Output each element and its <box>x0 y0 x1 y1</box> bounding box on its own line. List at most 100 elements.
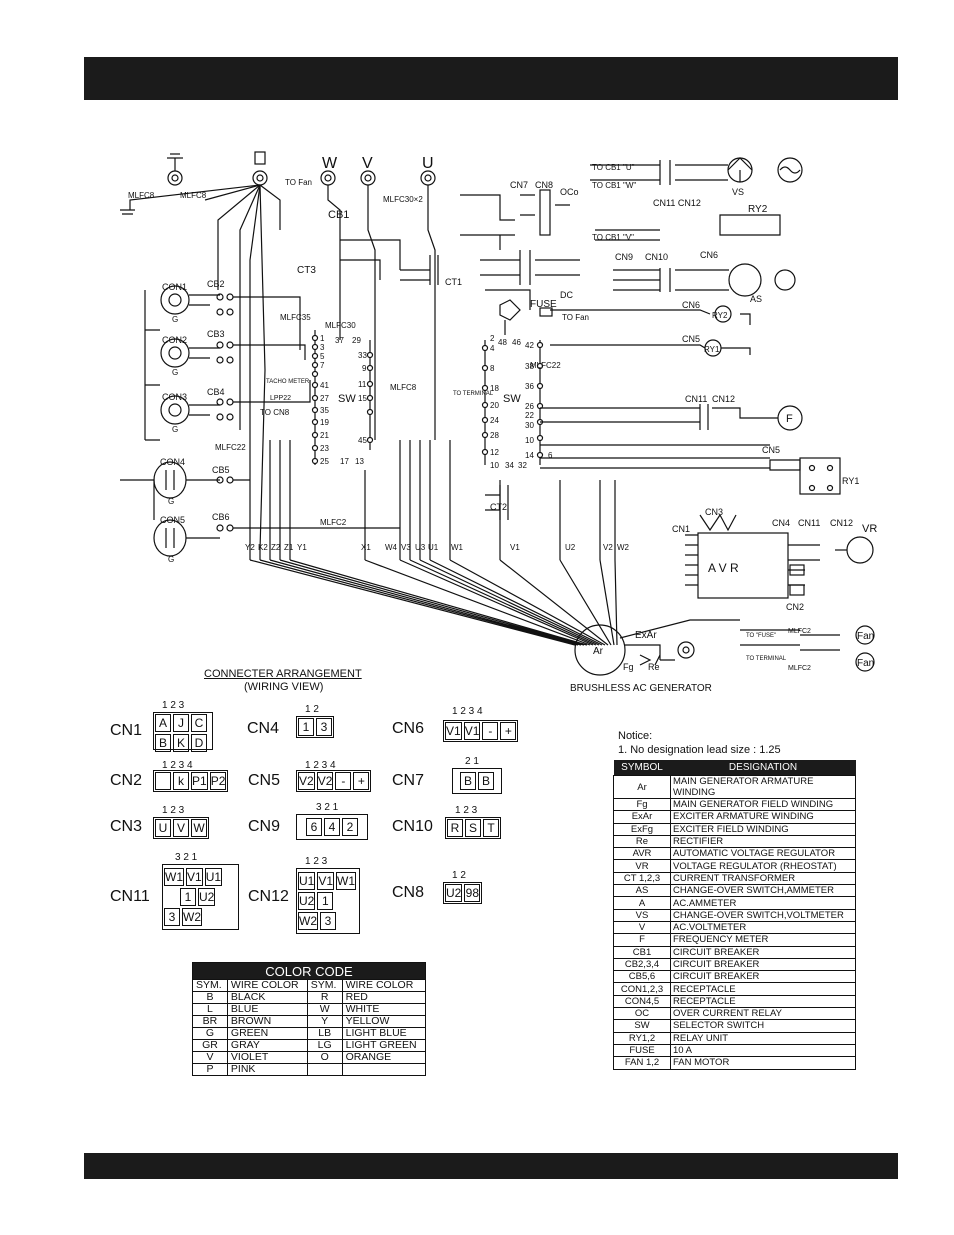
label-to-cb1-v: TO CB1 "V" <box>592 233 634 242</box>
table-cell: CURRENT TRANSFORMER <box>670 871 856 886</box>
cn11-cell: 3 <box>164 908 180 926</box>
table-cell: CB5,6 <box>613 970 671 984</box>
sw-pin-34: 34 <box>505 461 514 470</box>
cn2-cell: k <box>173 772 189 790</box>
table-cell: BR <box>192 1015 228 1028</box>
table-header: WIRE COLOR <box>341 979 427 992</box>
cn2-cell: P1 <box>191 772 208 790</box>
label-to-fan-b: TO Fan <box>562 313 589 322</box>
table-cell: MAIN GENERATOR ARMATURE WINDING <box>670 775 856 799</box>
table-cell: RELAY UNIT <box>670 1031 856 1045</box>
cn1-connector: A J C B K D <box>153 712 213 752</box>
label-cb2: CB2 <box>207 279 225 289</box>
label-mlfc22-b: MLFC22 <box>530 361 561 370</box>
cn10-cell: R <box>447 819 463 837</box>
cn7-cell: B <box>460 772 476 790</box>
table-cell: FREQUENCY METER <box>670 933 856 947</box>
sw-pin-9: 9 <box>362 364 367 373</box>
sw-pin-18: 18 <box>490 384 499 393</box>
sw-pin-46: 46 <box>512 338 521 347</box>
wire-u3: U3 <box>415 543 426 552</box>
sw-pin-8: 8 <box>490 364 495 373</box>
sw-pin-11: 11 <box>358 380 367 389</box>
table-cell: CB2,3,4 <box>613 957 671 972</box>
connector-arrangement-title: CONNECTER ARRANGEMENT <box>204 668 362 680</box>
header-bar <box>84 57 898 100</box>
table-cell: AVR <box>613 847 671 861</box>
sw-pin-29: 29 <box>352 336 361 345</box>
cn7-pins: 2 1 <box>465 756 479 767</box>
sw-pin-10b: 10 <box>525 436 534 445</box>
table-cell: Ar <box>613 775 671 799</box>
cn6-cell: V1 <box>463 722 481 740</box>
table-cell: CB1 <box>613 945 671 959</box>
table-cell: EXCITER ARMATURE WINDING <box>670 810 856 824</box>
ground-3: G <box>172 425 178 434</box>
cn1-cell: J <box>173 714 189 732</box>
cn9-cell: 6 <box>306 818 322 836</box>
cn5-cell: + <box>353 772 370 790</box>
table-cell: BLUE <box>226 1003 308 1016</box>
table-cell: FAN 1,2 <box>613 1056 671 1070</box>
table-cell: W <box>306 1003 343 1016</box>
sw-pin-42: 42 <box>525 341 534 350</box>
notice-block: Notice: 1. No designation lead size : 1.… <box>618 729 781 757</box>
label-fg: Fg <box>623 662 634 672</box>
table-cell: VR <box>613 859 671 873</box>
table-cell: RECEPTACLE <box>670 982 856 996</box>
table-cell: FUSE <box>613 1043 671 1058</box>
label-ry1: RY1 <box>842 476 859 486</box>
terminal-w-label: W <box>322 155 338 172</box>
table-cell: GREEN <box>226 1027 308 1040</box>
table-cell: CIRCUIT BREAKER <box>670 945 856 959</box>
label-cb4: CB4 <box>207 387 225 397</box>
table-cell: G <box>192 1027 228 1040</box>
cn4-cell: 1 <box>298 718 314 736</box>
wire-w2: W2 <box>617 543 630 552</box>
cn12-cell: 1 <box>317 892 334 910</box>
label-mlfc8-c: MLFC8 <box>390 383 417 392</box>
cn1-cell: A <box>155 714 171 732</box>
cn1-pins: 1 2 3 <box>162 700 185 711</box>
sw-pin-22: 22 <box>525 411 534 420</box>
table-header: SYMBOL <box>613 760 671 776</box>
table-cell: CT 1,2,3 <box>613 871 671 886</box>
sw-pin-37: 37 <box>335 336 344 345</box>
label-exar: ExAr <box>635 630 657 641</box>
table-cell: VS <box>613 908 671 922</box>
cn5-cell: V2 <box>316 772 334 790</box>
label-fan1: Fan <box>857 631 874 642</box>
cn5-cell: V2 <box>298 772 315 790</box>
cn11-cell: U2 <box>198 888 216 906</box>
cn3-pins: 1 2 3 <box>162 805 185 816</box>
cn11-cell: U1 <box>204 868 223 886</box>
sw-pin-5: 5 <box>320 352 325 361</box>
cn10-cell: S <box>465 819 481 837</box>
cn11-cell: 1 <box>180 888 196 906</box>
label-to-terminal: TO TERMINAL <box>453 391 494 397</box>
table-cell: CON1,2,3 <box>613 982 671 996</box>
label-to-fan: TO Fan <box>285 178 312 187</box>
table-cell: AS <box>613 884 671 898</box>
cn3-cell: V <box>173 819 189 837</box>
label-con3: CON3 <box>162 392 187 402</box>
label-mlfc8-a: MLFC8 <box>128 191 155 200</box>
cn2-label: CN2 <box>110 772 143 789</box>
cn7-connector: B B <box>452 768 502 794</box>
sw-pin-48: 48 <box>498 338 507 347</box>
cn7-label: CN7 <box>392 772 425 789</box>
cn2-cell <box>155 772 171 790</box>
table-cell: SW <box>613 1019 671 1033</box>
table-cell: R <box>306 991 343 1004</box>
cn3-label: CN3 <box>110 818 143 835</box>
